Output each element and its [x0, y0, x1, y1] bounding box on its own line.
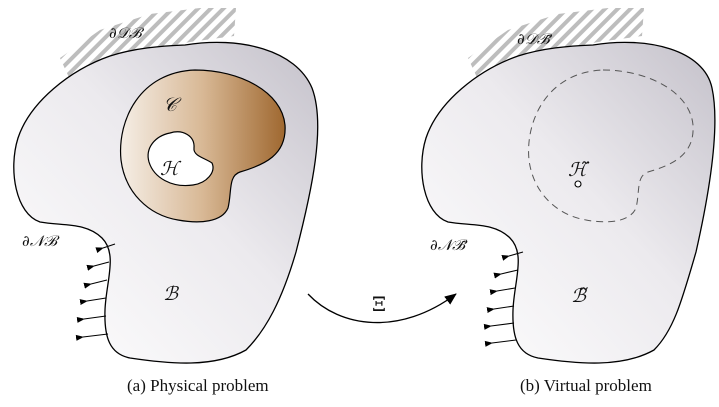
- dirichlet-boundary-label-virtual: ∂𝒟ℬ̃: [517, 30, 553, 48]
- dirichlet-boundary-label: ∂𝒟ℬ: [109, 24, 145, 42]
- hole-point: [574, 180, 582, 188]
- mapping-label: Ξ: [372, 292, 386, 316]
- body-domain-virtual: [421, 41, 716, 364]
- mapping-arrow: [307, 293, 457, 324]
- virtual-panel: ∂𝒟ℬ̃ ∂𝒩ℬ̃ ℬ̃ ℋ̃ (b) Virtual problem: [421, 8, 716, 395]
- physical-panel: ∂𝒟ℬ ∂𝒩ℬ ℬ 𝒞 ℋ (a) Physical problem: [13, 8, 319, 395]
- neumann-boundary-label: ∂𝒩ℬ: [22, 232, 60, 250]
- inclusion-region: [119, 69, 286, 223]
- traction-arrows: [75, 243, 116, 341]
- inclusion-outline-dashed: [528, 69, 694, 223]
- body-label-virtual: ℬ̃: [571, 285, 588, 307]
- hole-label: ℋ: [160, 158, 182, 180]
- neumann-boundary-label-virtual: ∂𝒩ℬ̃: [430, 236, 468, 254]
- hole-region: [147, 131, 214, 187]
- body-label: ℬ: [163, 283, 180, 305]
- hole-label-virtual: ℋ̃: [568, 159, 590, 181]
- caption-virtual: (b) Virtual problem: [520, 376, 652, 395]
- mapping: Ξ: [307, 292, 457, 324]
- caption-physical: (a) Physical problem: [127, 376, 269, 395]
- traction-arrows-virtual: [483, 251, 524, 347]
